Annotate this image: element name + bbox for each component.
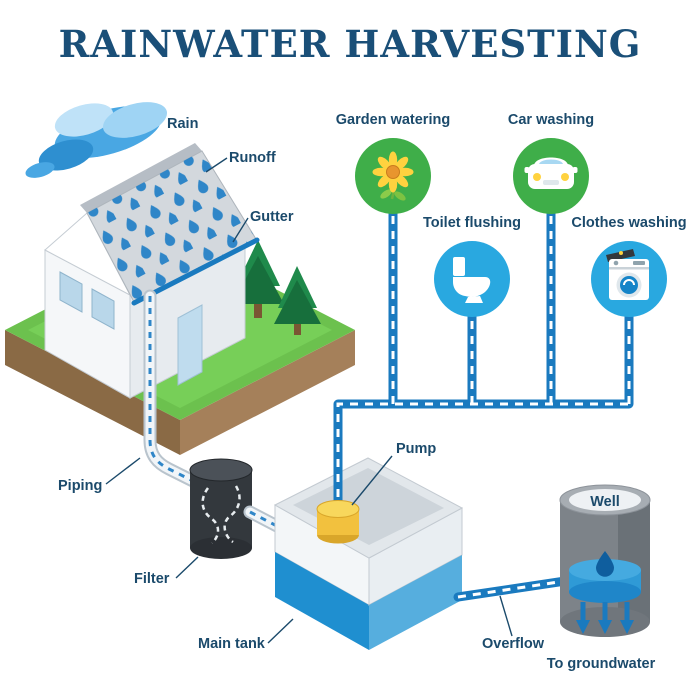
overflow-pipe	[453, 575, 577, 602]
pump-leader-line	[351, 455, 393, 506]
filter-flow-arrow	[223, 485, 241, 544]
roof-ridge	[80, 143, 202, 213]
door-window-icon	[177, 304, 203, 386]
use-circle-car-washing: Car washing	[508, 112, 594, 214]
filter-flow-arrow	[201, 487, 220, 544]
piping-label: Piping	[58, 478, 102, 494]
gutter-leader-line	[232, 217, 249, 243]
runoff-label: Runoff	[229, 150, 276, 166]
rain-label: Rain	[167, 116, 198, 132]
groundwater-arrows-icon	[576, 602, 634, 634]
callout-labels: Rain Runoff Gutter Piping Filter Main ta…	[58, 116, 656, 672]
window-icon	[91, 288, 115, 330]
use-circle-toilet-flushing: Toilet flushing	[423, 215, 521, 317]
well: Well	[559, 484, 651, 637]
to-groundwater-label: To groundwater	[547, 656, 656, 672]
filter-leader-line	[175, 556, 199, 579]
main-tank-label: Main tank	[198, 636, 266, 652]
window-icon	[59, 271, 83, 313]
pump-label: Pump	[396, 441, 436, 457]
rain-cloud-icon	[25, 102, 168, 178]
overflow-label: Overflow	[482, 636, 545, 652]
main-tank-leader-line	[267, 618, 294, 644]
diagram-title: RAINWATER HARVESTING	[58, 22, 642, 66]
downpipe	[143, 289, 206, 491]
toilet-icon	[453, 257, 491, 303]
toilet-flushing-label: Toilet flushing	[423, 215, 521, 231]
house	[44, 143, 260, 399]
roof-raindrops	[87, 151, 256, 302]
use-circle-garden-watering: Garden watering	[336, 112, 450, 214]
washing-machine-icon	[606, 249, 649, 300]
sunflower-icon	[372, 151, 414, 201]
use-circle-clothes-washing: Clothes washing	[571, 215, 687, 317]
main-tank	[273, 457, 464, 650]
gutter-label: Gutter	[250, 209, 294, 225]
filter-cylinder	[189, 458, 253, 559]
piping-leader-line	[105, 457, 141, 485]
tank-water	[275, 552, 369, 650]
car-icon	[524, 157, 578, 189]
well-label: Well	[590, 494, 620, 510]
car-washing-label: Car washing	[508, 112, 594, 128]
runoff-leader-line	[205, 157, 228, 173]
filter-label: Filter	[134, 571, 170, 587]
distribution-pipes	[333, 207, 634, 517]
pump	[316, 500, 360, 544]
overflow-leader-line	[499, 595, 513, 637]
pine-tree-icon	[274, 266, 321, 335]
clothes-washing-label: Clothes washing	[571, 215, 686, 231]
garden-watering-label: Garden watering	[336, 112, 450, 128]
